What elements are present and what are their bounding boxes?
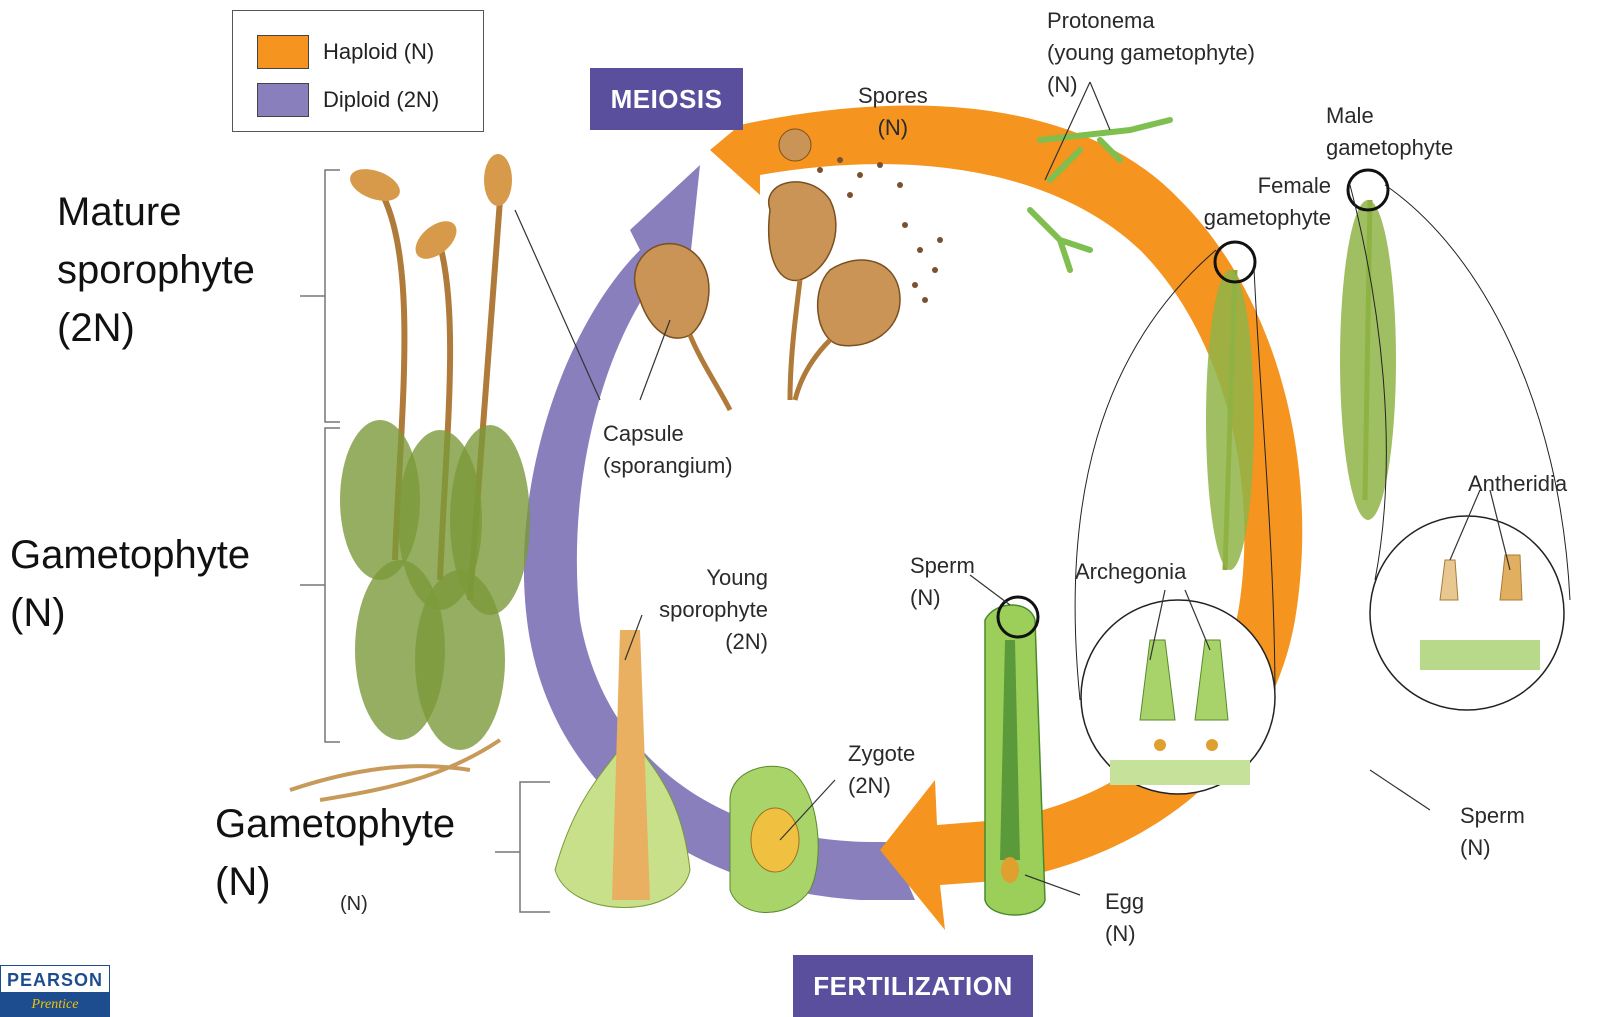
archegonia-label: Archegonia — [1075, 556, 1186, 588]
spores-label: Spores (N) — [858, 80, 928, 144]
young-sporophyte-label: Young sporophyte (2N) — [620, 562, 768, 658]
egg-label: Egg (N) — [1105, 886, 1144, 950]
diploid-label: Diploid (2N) — [323, 87, 439, 113]
antheridia-zoom — [1370, 516, 1564, 710]
publisher-logo: PEARSON Prentice — [0, 965, 110, 1017]
archegonia-zoom — [1081, 600, 1275, 794]
zygote-label: Zygote (2N) — [848, 738, 915, 802]
male-gametophyte-label: Male gametophyte — [1326, 100, 1453, 164]
legend: Haploid (N) Diploid (2N) — [232, 10, 484, 132]
fertilization-banner: FERTILIZATION — [793, 955, 1033, 1017]
male-gametophyte-illustration — [1340, 170, 1396, 520]
small-n-label: (N) — [340, 888, 368, 920]
haploid-label: Haploid (N) — [323, 39, 434, 65]
meiosis-banner: MEIOSIS — [590, 68, 743, 130]
logo-sub: Prentice — [0, 993, 110, 1017]
haploid-swatch — [257, 35, 309, 69]
sperm-top-label: Sperm (N) — [910, 550, 975, 614]
capsule-illustrations — [635, 129, 943, 410]
female-gametophyte-label: Female gametophyte — [1177, 170, 1331, 234]
diploid-swatch — [257, 83, 309, 117]
gametophyte-middle-label: Gametophyte (N) — [10, 526, 250, 642]
capsule-label: Capsule (sporangium) — [603, 418, 733, 482]
sperm-right-label: Sperm (N) — [1460, 800, 1525, 864]
protonema-label: Protonema (young gametophyte) (N) — [1047, 5, 1255, 101]
mature-sporophyte-label: Mature sporophyte (2N) — [57, 183, 255, 357]
logo-brand: PEARSON — [0, 965, 110, 993]
antheridia-label: Antheridia — [1468, 468, 1567, 500]
zygote-illustration — [730, 766, 818, 912]
mature-moss-illustration — [290, 154, 530, 800]
gametophyte-bottom-label: Gametophyte (N) — [215, 795, 455, 911]
egg-sperm-illustration — [985, 597, 1045, 915]
